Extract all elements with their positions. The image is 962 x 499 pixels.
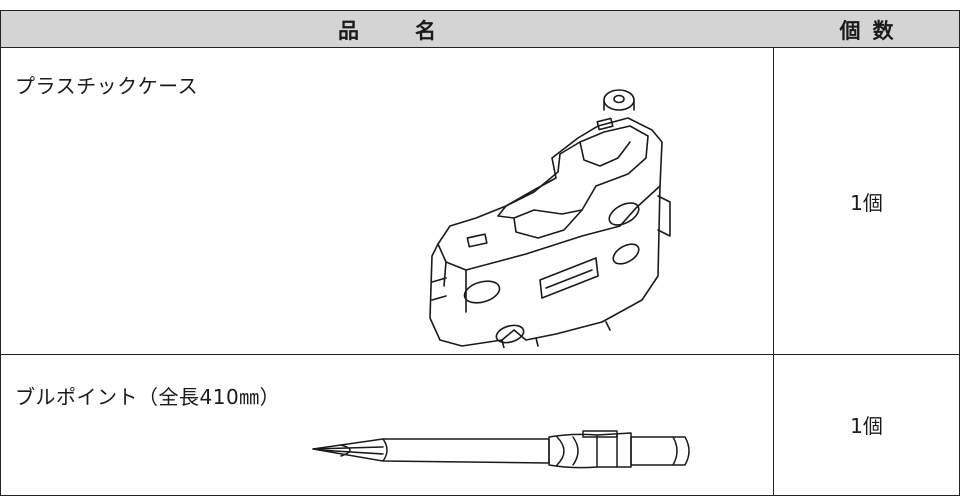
parts-table: 品名 個数 プラスチックケース bbox=[0, 10, 960, 496]
plastic-case-illustration bbox=[429, 89, 671, 348]
table-row: ブルポイント（全長410㎜） 1個 bbox=[1, 355, 959, 494]
table-row: プラスチックケース bbox=[1, 48, 959, 355]
header-item-name: 品名 bbox=[338, 18, 492, 43]
item-name: ブルポイント（全長410㎜） bbox=[15, 385, 281, 409]
item-quantity: 1個 bbox=[850, 414, 883, 438]
item-quantity: 1個 bbox=[850, 190, 883, 215]
bull-point-illustration bbox=[312, 430, 690, 469]
item-name: プラスチックケース bbox=[15, 74, 199, 98]
table-header: 品名 個数 bbox=[1, 11, 959, 48]
column-divider bbox=[773, 11, 774, 495]
header-quantity: 個数 bbox=[839, 18, 906, 43]
